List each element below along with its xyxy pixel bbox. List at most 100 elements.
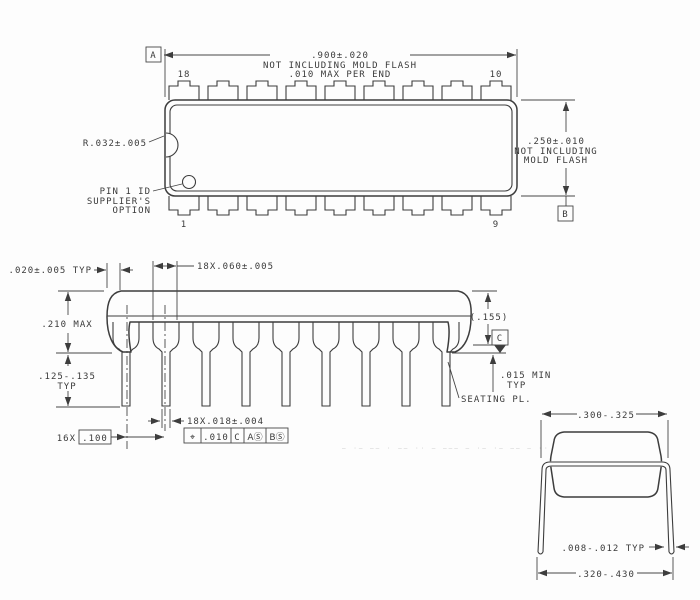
dim-depth-value: .250±.010	[527, 137, 585, 147]
dim-lead-thickness-value: .008-.012 TYP	[562, 544, 645, 554]
dim-end-gap-value: .020±.005 TYP	[9, 266, 92, 276]
pin1-id-dot	[181, 174, 197, 190]
package-body-outer	[164, 99, 518, 197]
feature-control-frame: ⌖ .010 C AⓈ BⓈ	[183, 427, 289, 444]
dip-pin	[363, 196, 395, 216]
datum-c-triangle	[494, 345, 506, 353]
dip-pin	[168, 80, 200, 100]
dim-lead-width: 18X.018±.004 ⌖ .010 C AⓈ BⓈ	[148, 409, 289, 444]
dim-body-width: .900±.020 NOT INCLUDING MOLD FLASH .010 …	[164, 49, 518, 97]
dim-lead-span-top-value: .300-.325	[577, 411, 635, 421]
lead	[192, 322, 220, 407]
dip-pin	[441, 196, 473, 216]
seating-plane: C	[452, 329, 509, 354]
corner-radius-label: R.032±.005	[83, 139, 147, 149]
dip-pin	[207, 196, 239, 216]
position-tolerance-icon: ⌖	[190, 433, 195, 443]
dim-standoff: .015 MIN TYP	[489, 355, 551, 392]
top-view-pins-bottom-row	[168, 196, 512, 216]
dim-shoulder-width-value: 18X.060±.005	[197, 262, 274, 272]
lead-frame-outer	[537, 461, 675, 553]
dim-height-max-value: .210 MAX	[41, 320, 92, 330]
side-view: .210 MAX .125-.135 TYP .020±.005 TYP 18X…	[9, 261, 561, 452]
lead-tip-right	[668, 551, 675, 555]
dip-pin	[207, 80, 239, 100]
dim-standoff-typ: TYP	[507, 381, 526, 391]
pin-number-9: 9	[493, 220, 499, 230]
dip-pin	[480, 196, 512, 216]
pin1-id-line3: OPTION	[112, 206, 151, 216]
callout-seating-plane: SEATING PL.	[447, 361, 532, 405]
dim-pitch-count: 16X	[57, 434, 76, 444]
dim-lead-width-value: 18X.018±.004	[187, 417, 264, 427]
end-view: .300-.325 .008-.012 TYP .320-.430	[536, 410, 689, 580]
lead	[392, 322, 420, 407]
dip-pin	[168, 196, 200, 216]
dip-pin	[441, 80, 473, 100]
lead	[152, 322, 180, 407]
dim-depth-note1: NOT INCLUDING	[514, 147, 597, 157]
side-view-leads	[112, 322, 460, 407]
dim-pitch-value: .100	[82, 434, 108, 444]
lead-tip-left	[537, 551, 544, 555]
dip-pin	[324, 196, 356, 216]
lead	[432, 322, 460, 407]
dim-width-value: .900±.020	[311, 51, 369, 61]
datum-b-label: B	[562, 210, 568, 220]
dim-lead-length-value: .125-.135	[38, 372, 96, 382]
fcf-tolerance: .010	[203, 433, 229, 443]
dim-height-max: .210 MAX	[41, 290, 112, 354]
dim-lead-length-typ: TYP	[57, 382, 76, 392]
datum-a-label: A	[150, 51, 156, 61]
dim-end-gap: .020±.005 TYP	[9, 263, 133, 290]
dim-width-note1: NOT INCLUDING MOLD FLASH	[263, 61, 417, 71]
datum-a-flag: A	[145, 46, 162, 63]
dip-pin	[246, 196, 278, 216]
top-view-pins-top-row	[168, 80, 512, 100]
dim-shoulder-width: 18X.060±.005	[152, 261, 274, 320]
lead	[312, 322, 340, 407]
dim-depth-note2: MOLD FLASH	[524, 156, 588, 166]
lead-frame-inner	[542, 465, 670, 553]
lead	[112, 322, 140, 407]
package-body-inner	[169, 104, 513, 192]
dim-standoff-value: .015 MIN	[500, 371, 551, 381]
dip-pin	[285, 196, 317, 216]
datum-b-flag: B	[557, 196, 574, 222]
lead-frame-blank	[537, 461, 675, 553]
dim-body-height-ref-value: (.155)	[470, 313, 509, 323]
dim-lead-pitch: 16X .100	[57, 429, 164, 445]
side-body-outline	[106, 290, 472, 353]
dim-lead-span-tips-value: .320-.430	[577, 570, 635, 580]
dim-lead-thickness: .008-.012 TYP	[562, 543, 689, 554]
pin-number-18: 18	[178, 70, 191, 80]
pin1-id-line2: SUPPLIER'S	[87, 197, 151, 207]
dip-pin	[402, 80, 434, 100]
callout-corner-radius: R.032±.005	[83, 135, 165, 149]
lead	[352, 322, 380, 407]
dip-pin	[246, 80, 278, 100]
seating-plane-label: SEATING PL.	[461, 395, 532, 405]
fcf-datum-3: BⓈ	[269, 432, 284, 443]
faint-watermark: – ·– –– · –– ·· – ––– – ·– ·– –– – ·· –	[342, 445, 561, 452]
dim-width-note2: .010 MAX PER END	[289, 70, 392, 80]
dip-pin	[480, 80, 512, 100]
dim-lead-span-tips: .320-.430	[536, 557, 674, 580]
dip-pin	[402, 196, 434, 216]
dim-lead-span-top: .300-.325	[540, 410, 669, 458]
dip-pin	[285, 80, 317, 100]
callout-pin1-id: PIN 1 ID SUPPLIER'S OPTION	[87, 183, 183, 216]
fcf-datum-2: AⓈ	[247, 432, 262, 443]
pin1-id-line1: PIN 1 ID	[100, 187, 151, 197]
dip-pin	[324, 80, 356, 100]
datum-c-label: C	[497, 334, 503, 344]
lead	[272, 322, 300, 407]
fcf-datum-1: C	[234, 433, 240, 443]
pin-number-10: 10	[490, 70, 503, 80]
pin1-end-notch	[165, 132, 179, 158]
pin-number-1: 1	[181, 220, 187, 230]
dim-body-depth: .250±.010 NOT INCLUDING MOLD FLASH	[514, 99, 597, 197]
top-view: 18 10 1 9 .900±.020 NOT INCLUDING MOLD F…	[83, 46, 597, 230]
